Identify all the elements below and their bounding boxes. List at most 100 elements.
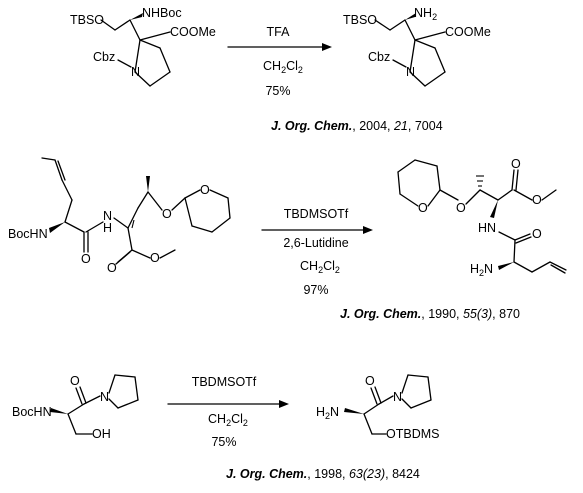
bond <box>83 395 101 405</box>
bond <box>392 59 407 68</box>
yield-label: 75% <box>211 435 236 449</box>
arrow-head <box>363 226 373 234</box>
wedge-bond <box>490 200 498 218</box>
cbz-label: Cbz <box>368 50 390 64</box>
bond <box>414 39 436 49</box>
bond <box>513 239 516 263</box>
reagent-label: TBDMSOTf <box>284 207 349 221</box>
reference-citation: J. Org. Chem., 1998, 63(23), 8424 <box>226 467 420 481</box>
n-label: N <box>103 209 112 223</box>
solvent-label: CH2Cl2 <box>208 412 248 428</box>
tbso-label: TBSO <box>70 13 104 27</box>
wedge-bond <box>344 408 364 414</box>
bond <box>67 413 77 435</box>
reference-citation: J. Org. Chem., 1990, 55(3), 870 <box>340 307 520 321</box>
bond <box>498 231 516 241</box>
bond <box>409 39 416 73</box>
otbdms-label: OTBDMS <box>386 427 439 441</box>
n-label: N <box>131 65 140 79</box>
bond <box>399 193 419 207</box>
bond <box>374 386 382 404</box>
bond <box>401 374 409 394</box>
bond <box>363 403 380 415</box>
bond <box>85 221 104 233</box>
o-label: O <box>365 374 375 388</box>
bond <box>211 217 231 233</box>
bond <box>159 249 176 259</box>
bochn-label: BocHN <box>8 227 48 241</box>
wedge-bond <box>146 176 150 192</box>
bond <box>439 189 459 201</box>
n-label: N <box>406 65 415 79</box>
o-label: O <box>511 157 521 171</box>
bochn-label: BocHN <box>12 405 52 419</box>
h-label: H <box>103 221 112 235</box>
o-label: O <box>418 201 428 215</box>
nh2-label: NH2 <box>414 6 437 22</box>
bond <box>541 189 557 201</box>
bond <box>184 197 193 227</box>
bond <box>513 189 533 201</box>
reaction-1: TBSO NHBoc COOMe N Cbz TFA CH2Cl2 75% TB… <box>70 6 491 133</box>
bond <box>134 376 139 401</box>
reaction-1-reactant: TBSO NHBoc COOMe N Cbz <box>70 6 216 87</box>
bond <box>513 261 533 273</box>
bond <box>227 197 231 219</box>
h2n-label: H2N <box>316 405 339 421</box>
bond <box>401 398 412 409</box>
bond <box>137 191 149 209</box>
hash-bond <box>131 219 135 229</box>
o-label: O <box>456 201 466 215</box>
cbz-label: Cbz <box>93 50 115 64</box>
reaction-3-product: O N H2N OTBDMS <box>316 374 439 441</box>
oh-label: OH <box>92 427 111 441</box>
wedge-bond <box>49 222 65 233</box>
arrow-head <box>322 43 332 51</box>
reagent-label: TBDMSOTf <box>192 375 257 389</box>
bond <box>434 47 446 73</box>
bond <box>41 157 56 161</box>
o-label: O <box>107 261 117 275</box>
bond <box>61 179 73 201</box>
reference-citation: J. Org. Chem., 2004, 21, 7004 <box>271 119 443 133</box>
bond <box>410 399 432 409</box>
bond <box>424 71 446 87</box>
bond <box>389 19 406 31</box>
bond <box>374 19 391 31</box>
bond <box>114 374 136 378</box>
coome-label: COOMe <box>170 25 216 39</box>
bond <box>159 47 171 73</box>
bond <box>113 217 129 229</box>
bond <box>497 189 513 201</box>
bond <box>549 261 567 271</box>
wedge-bond <box>498 262 514 270</box>
bond <box>149 71 171 87</box>
n-label: N <box>393 390 402 404</box>
solvent-label: CH2Cl2 <box>300 259 340 275</box>
bond <box>184 189 201 199</box>
solvent-label: CH2Cl2 <box>263 59 303 75</box>
bond <box>139 39 161 49</box>
wedge-bond <box>405 13 416 20</box>
bond <box>127 227 133 251</box>
bond <box>117 59 132 68</box>
bond <box>515 169 519 191</box>
bond <box>404 19 416 41</box>
bond <box>117 399 139 409</box>
bond <box>414 159 438 167</box>
o-label: O <box>532 227 542 241</box>
n-label: N <box>100 390 109 404</box>
bond <box>427 376 432 401</box>
bond <box>54 159 63 181</box>
bond <box>465 189 481 205</box>
bond <box>171 197 186 211</box>
yield-label: 97% <box>303 283 328 297</box>
bond <box>515 236 532 244</box>
bond <box>108 398 119 409</box>
bond <box>363 413 373 435</box>
bond <box>436 165 441 191</box>
bond <box>409 71 426 87</box>
coome-label: COOMe <box>445 25 491 39</box>
bond <box>134 71 151 87</box>
